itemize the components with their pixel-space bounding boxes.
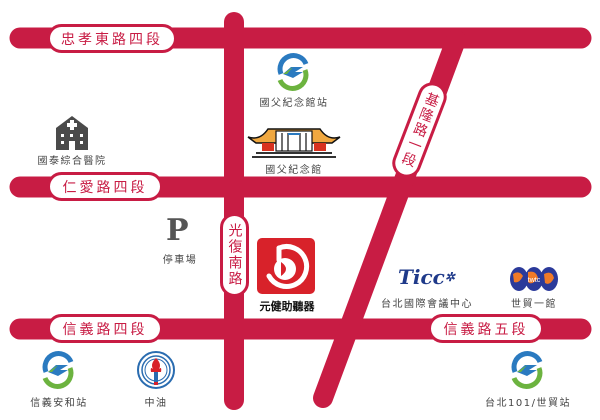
poi-label-cpc: 中油: [144, 398, 168, 409]
road-label-xinyi-4: 信義路四段: [47, 314, 163, 343]
parking-icon: P: [166, 213, 189, 248]
metro-icon: [277, 53, 309, 91]
hospital-icon: [56, 116, 88, 150]
memorial-hall-icon: [247, 128, 341, 158]
poi-label-wtc: 世貿一館: [511, 299, 557, 310]
ticc-logo-text: Ticc: [398, 265, 445, 289]
svg-text:twtc: twtc: [528, 277, 541, 284]
road-label-zhongxiao: 忠孝東路四段: [47, 24, 177, 53]
brand-name: 元健助聽器: [259, 300, 315, 313]
brand-logo-icon[interactable]: [257, 238, 315, 294]
cpc-logo-icon: [137, 351, 175, 389]
poi-label-hospital: 國泰綜合醫院: [37, 156, 107, 167]
poi-label-ticc: 台北國際會議中心: [381, 299, 473, 310]
metro-icon: [42, 351, 74, 389]
poi-label-taipei101: 台北101/世貿站: [485, 398, 571, 409]
poi-label-memorial: 國父紀念館: [265, 165, 323, 176]
poi-label-xinyi-anhe: 信義安和站: [30, 398, 88, 409]
road-label-guangfu: 光復南路: [220, 213, 249, 297]
ticc-logo-icon: Ticc✲: [398, 266, 455, 288]
road-label-renai: 仁愛路四段: [47, 172, 163, 201]
poi-label-parking: 停車場: [162, 255, 198, 266]
road-label-xinyi-5: 信義路五段: [428, 314, 544, 343]
metro-icon: [511, 351, 543, 389]
ticc-star-icon: ✲: [444, 270, 455, 284]
poi-label-sys-station: 國父紀念館站: [259, 98, 329, 109]
wtc-logo-icon: twtc: [510, 267, 558, 291]
